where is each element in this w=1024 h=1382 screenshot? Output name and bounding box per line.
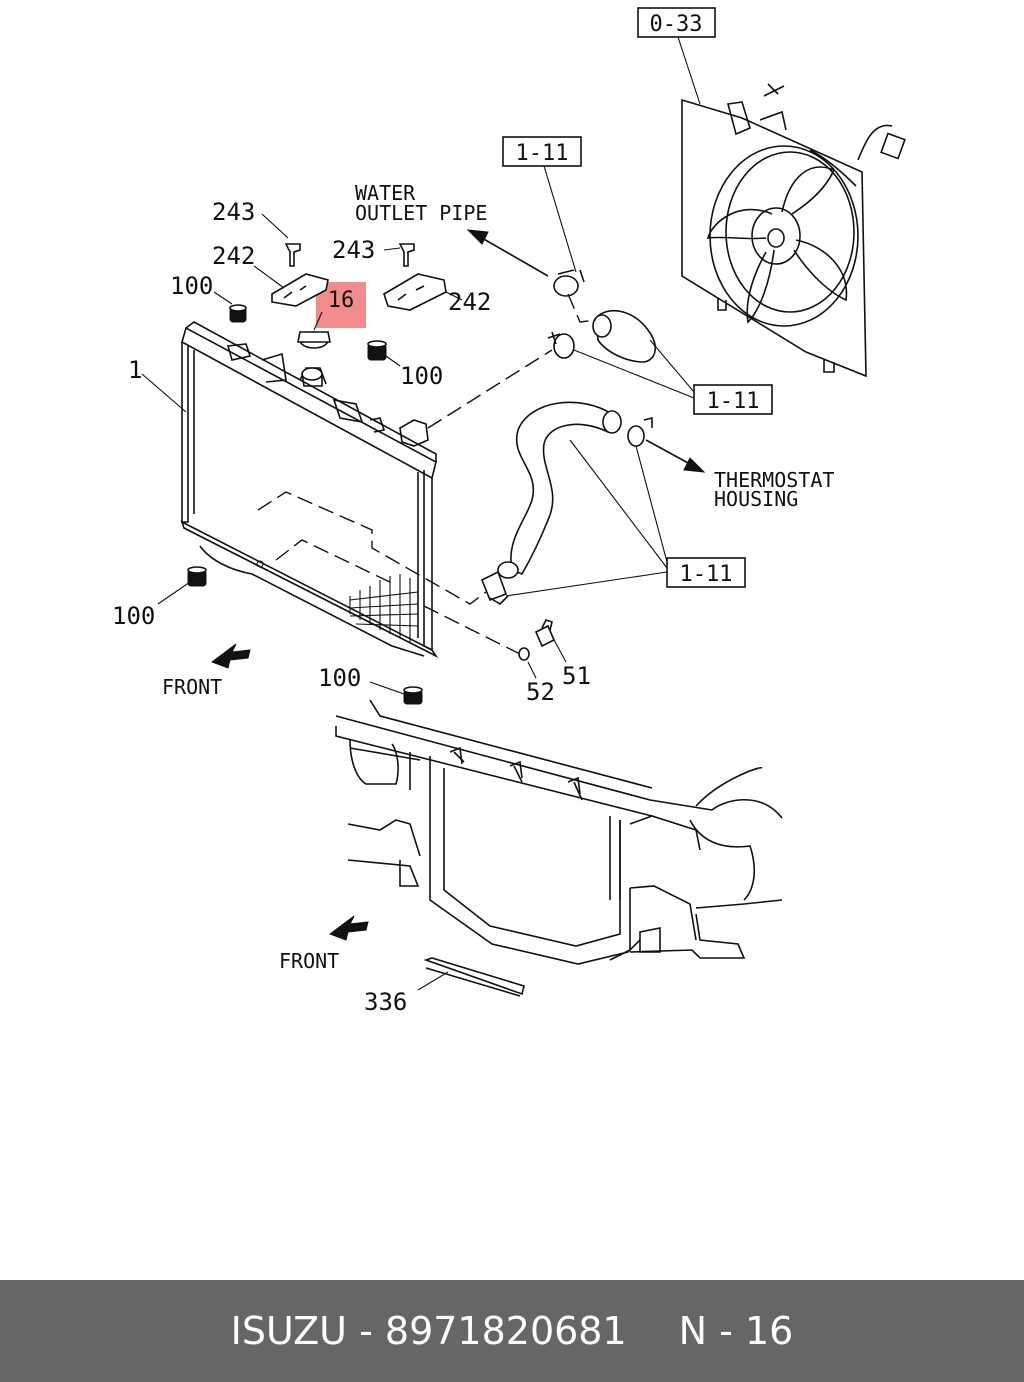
front-arrow-upper [210,643,251,669]
part-100-tr-label: 100 [400,362,443,390]
part-243-right-label: 243 [332,236,375,264]
part-100-bl-label: 100 [112,602,155,630]
lower-hose [480,401,653,606]
direction-arrows [466,229,706,473]
front-arrow-lower [328,915,369,941]
ref-box-hose-top [502,136,582,167]
fan-shroud-assembly [677,36,906,378]
ref-box-fan [637,7,716,38]
thermostat-label-2: HOUSING [714,487,798,511]
footer-separator: - [359,1309,373,1353]
ref-hose-mid-label: 1-11 [707,389,760,414]
thermostat-label-1: THERMOSTAT [714,468,834,492]
mount-bottom-mid [403,686,423,705]
part-243-left-label: 243 [212,198,255,226]
seal-strip-336 [423,957,525,996]
footer-brand: ISUZU [230,1309,347,1353]
bracket-left [271,243,329,307]
radiator-cap [297,331,331,387]
front-label-upper: FRONT [162,675,222,699]
leader-100-bm [369,681,405,695]
part-242-right-label: 242 [448,288,491,316]
mount-top-right [367,340,387,361]
part-51-label: 51 [562,662,591,690]
leader-51 [551,635,567,663]
water-outlet-label-2: OUTLET PIPE [355,201,487,225]
part-footer-bar: ISUZU - 8971820681 N - 16 [0,1280,1024,1382]
part-336-label: 336 [364,988,407,1016]
leader-100-tr [385,355,401,367]
leader-243-right [383,247,401,251]
leader-1 [141,373,187,413]
front-label-lower: FRONT [279,949,339,973]
leader-336 [417,971,449,991]
leader-242-right [445,291,463,301]
footer-reference: N - 16 [678,1309,794,1353]
seal-strip-336-edge [425,967,521,997]
part-16-label: 16 [328,288,355,313]
part-52-label: 52 [526,678,555,706]
part-242-left-label: 242 [212,242,255,270]
ref-hose-low-label: 1-11 [680,562,733,587]
leader-52 [527,661,537,679]
leader-100-bl [157,581,191,605]
upper-hose [547,269,656,363]
leader-100-tl [213,291,233,305]
water-outlet-label-1: WATER [355,181,416,205]
mount-top-left [229,304,247,323]
part-100-tl-label: 100 [170,272,213,300]
leader-lines-hoses [505,165,695,597]
footer-part-number: 8971820681 [384,1309,627,1353]
ref-box-hose-mid [693,384,773,415]
leader-16 [313,311,323,331]
ref-hose-top-label: 1-11 [516,141,569,166]
leader-242-left [253,265,285,289]
bracket-right [383,243,447,311]
drain-plug [518,619,556,661]
radiator [180,321,439,659]
ref-fan-label: 0-33 [650,12,703,37]
parts-diagram: 0-33 1-11 1-11 1-11 WATE [112,7,906,1016]
part-100-bm-label: 100 [318,664,361,692]
routing-dashes [257,293,597,655]
front-body-structure [335,699,783,965]
part-1-label: 1 [128,356,142,384]
mount-bottom-left [187,566,207,587]
leader-243-left [261,213,289,239]
